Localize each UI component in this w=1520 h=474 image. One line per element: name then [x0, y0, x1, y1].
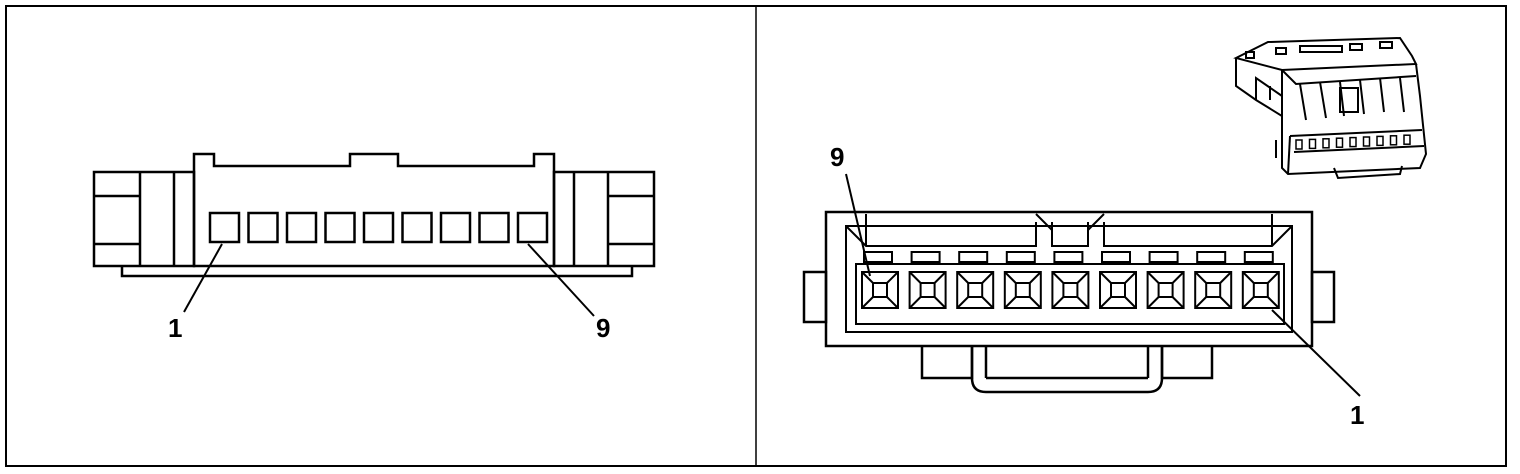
right-pin-cavity [1003, 271, 1042, 309]
left-pin-cavity [208, 211, 241, 244]
left-leader-pin-9 [527, 243, 595, 317]
right-connector-view [802, 173, 1361, 397]
iso-pin-opening [1308, 138, 1317, 150]
right-connector-housing [824, 210, 1314, 348]
right-label-pin-9: 9 [830, 142, 844, 172]
right-pin-slot [910, 251, 941, 263]
left-pin-cavity [324, 211, 356, 244]
connector-isometric-icon [1233, 36, 1428, 180]
iso-pin-opening [1322, 138, 1330, 149]
left-pin-cavity [516, 211, 549, 244]
left-pin-cavity [439, 211, 472, 244]
iso-pin-opening [1349, 136, 1357, 148]
right-pin-slot [958, 251, 989, 263]
right-pin-cavity [1051, 271, 1090, 309]
right-pin-cavity [956, 271, 995, 309]
right-pin-cavity [908, 271, 947, 309]
right-connector-terminal-block [855, 263, 1285, 325]
left-pin-cavity [478, 211, 510, 244]
left-pin-cavity [401, 211, 433, 244]
right-pin-slot [1148, 251, 1179, 263]
left-pin-cavity [285, 211, 318, 244]
left-leader-pin-1 [183, 243, 223, 313]
right-pin-slot [863, 251, 893, 263]
right-connector-bottom-lock [920, 346, 974, 380]
right-pin-cavity [1099, 271, 1137, 309]
left-label-pin-9: 9 [596, 313, 610, 343]
right-pin-cavity [1146, 271, 1185, 309]
right-label-pin-1: 1 [1350, 400, 1364, 430]
right-pin-cavity [1194, 271, 1233, 309]
left-pin-cavity [362, 211, 395, 244]
left-connector-latch-left [92, 170, 196, 268]
right-pin-cavity [1241, 271, 1280, 309]
left-connector-base [120, 266, 634, 278]
right-leader-pin-9 [845, 173, 871, 277]
left-connector-view [92, 152, 656, 317]
iso-pin-opening [1403, 134, 1411, 145]
right-pin-slots [863, 251, 1274, 263]
iso-pin-opening [1335, 137, 1344, 148]
right-connector-tab-left [802, 270, 828, 324]
right-leader-pin-1 [1271, 309, 1361, 397]
left-pin-cavities [208, 211, 549, 244]
iso-pin-opening [1376, 135, 1384, 147]
right-pin-slot [1053, 251, 1084, 263]
iso-pin-opening [1295, 139, 1303, 150]
left-connector-latch-right [552, 170, 656, 268]
right-pin-slot [1005, 251, 1036, 263]
right-pin-slot [1196, 251, 1227, 263]
right-pin-slot [1243, 251, 1274, 263]
left-pin-cavity [247, 211, 279, 244]
right-pin-cavity [861, 271, 899, 309]
right-pin-cavities [861, 271, 1280, 309]
iso-pin-opening [1362, 136, 1371, 147]
left-connector-body [192, 152, 556, 268]
right-pin-slot [1101, 251, 1131, 263]
iso-pin-opening [1389, 135, 1398, 146]
right-connector-tab-right [1310, 270, 1336, 324]
left-label-pin-1: 1 [168, 313, 182, 343]
